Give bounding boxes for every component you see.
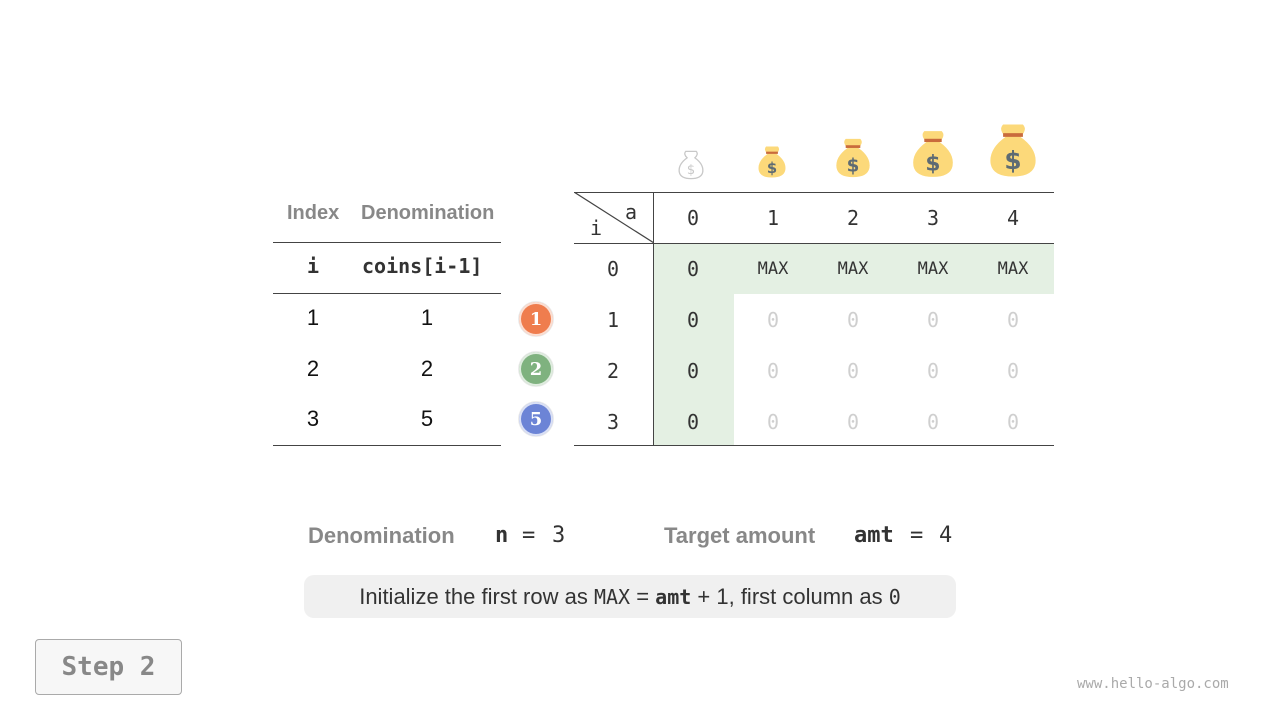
row-header: 1 xyxy=(606,308,620,332)
col-header: 0 xyxy=(686,206,700,230)
coin-label: 1 xyxy=(529,308,543,330)
svg-text:$: $ xyxy=(687,163,695,178)
col-header: 3 xyxy=(926,206,940,230)
coin-icon: 1 xyxy=(519,302,553,336)
dp-cell: 0 xyxy=(686,359,700,383)
divider xyxy=(574,243,1054,244)
dp-cell: 0 xyxy=(686,257,700,281)
row-header: 0 xyxy=(606,257,620,281)
dp-cell: 0 xyxy=(926,308,940,332)
dp-cell: 0 xyxy=(1006,359,1020,383)
money-bag-icon: $ xyxy=(758,146,786,178)
table-cell-denomination: 2 xyxy=(420,356,434,381)
table-cell-index: 1 xyxy=(306,305,320,330)
svg-text:$: $ xyxy=(767,160,777,177)
table-cell-denomination: 1 xyxy=(420,305,434,330)
subheader-coins: coins[i-1] xyxy=(362,254,483,278)
target-amount-label: Target amount xyxy=(664,523,816,548)
dp-cell: 0 xyxy=(846,308,860,332)
note-text: Initialize the first row as xyxy=(359,583,594,609)
dp-cell: 0 xyxy=(1006,410,1020,434)
note-max: MAX xyxy=(593,584,631,609)
dp-cell: 0 xyxy=(926,410,940,434)
row-header: 2 xyxy=(606,359,620,383)
money-bag-icon: $ xyxy=(678,150,704,180)
header-index: Index xyxy=(287,202,340,224)
money-bag-icon: $ xyxy=(913,131,953,177)
dp-cell: 0 xyxy=(926,359,940,383)
dp-cell: MAX xyxy=(997,259,1029,279)
table-cell-index: 3 xyxy=(306,406,320,431)
coin-icon: 5 xyxy=(519,402,553,436)
divider xyxy=(273,293,501,294)
n-value: 3 xyxy=(552,523,566,548)
coin-label: 5 xyxy=(529,408,543,430)
table-cell-denomination: 5 xyxy=(420,406,434,431)
highlight-first-column xyxy=(654,294,734,445)
divider xyxy=(273,242,501,243)
dp-cell: 0 xyxy=(766,410,780,434)
dp-cell: MAX xyxy=(757,259,789,279)
dp-cell: 0 xyxy=(686,410,700,434)
step-indicator: Step 2 xyxy=(35,639,182,695)
divider xyxy=(653,192,654,445)
subheader-i: i xyxy=(306,254,320,278)
dp-cell: 0 xyxy=(846,410,860,434)
money-bag-icon: $ xyxy=(990,124,1036,177)
dp-cell: 0 xyxy=(686,308,700,332)
coin-icon: 2 xyxy=(519,352,553,386)
instruction-note: Initialize the first row as MAX = amt + … xyxy=(304,575,956,618)
dp-cell: 0 xyxy=(766,308,780,332)
amt-equals: = xyxy=(910,523,924,548)
denomination-label: Denomination xyxy=(308,523,455,548)
note-text: + 1, first column as xyxy=(691,583,889,609)
divider xyxy=(574,192,1054,193)
svg-text:$: $ xyxy=(1004,146,1021,175)
amt-variable: amt xyxy=(854,523,894,548)
divider xyxy=(273,445,501,446)
dp-cell: 0 xyxy=(846,359,860,383)
dp-cell: 0 xyxy=(766,359,780,383)
money-bag-icon: $ xyxy=(836,138,870,178)
dp-cell: MAX xyxy=(837,259,869,279)
n-equals: = xyxy=(522,523,536,548)
n-variable: n xyxy=(495,523,509,548)
col-header: 2 xyxy=(846,206,860,230)
col-header: 1 xyxy=(766,206,780,230)
svg-text:$: $ xyxy=(847,156,860,177)
note-zero: 0 xyxy=(888,584,901,609)
highlight-first-row xyxy=(654,243,1054,294)
dp-cell: 0 xyxy=(1006,308,1020,332)
corner-diagonal xyxy=(574,192,654,244)
table-cell-index: 2 xyxy=(306,356,320,381)
divider xyxy=(574,445,1054,446)
svg-text:$: $ xyxy=(925,151,940,176)
note-amt: amt xyxy=(655,584,692,609)
row-header: 3 xyxy=(606,410,620,434)
note-text: = xyxy=(630,583,656,609)
amt-value: 4 xyxy=(939,523,953,548)
dp-cell: MAX xyxy=(917,259,949,279)
footer-url: www.hello-algo.com xyxy=(1077,676,1229,692)
col-header: 4 xyxy=(1006,206,1020,230)
header-denomination: Denomination xyxy=(361,202,495,224)
corner-col-label: a xyxy=(625,200,638,224)
corner-row-label: i xyxy=(590,216,603,240)
coin-label: 2 xyxy=(529,358,543,380)
